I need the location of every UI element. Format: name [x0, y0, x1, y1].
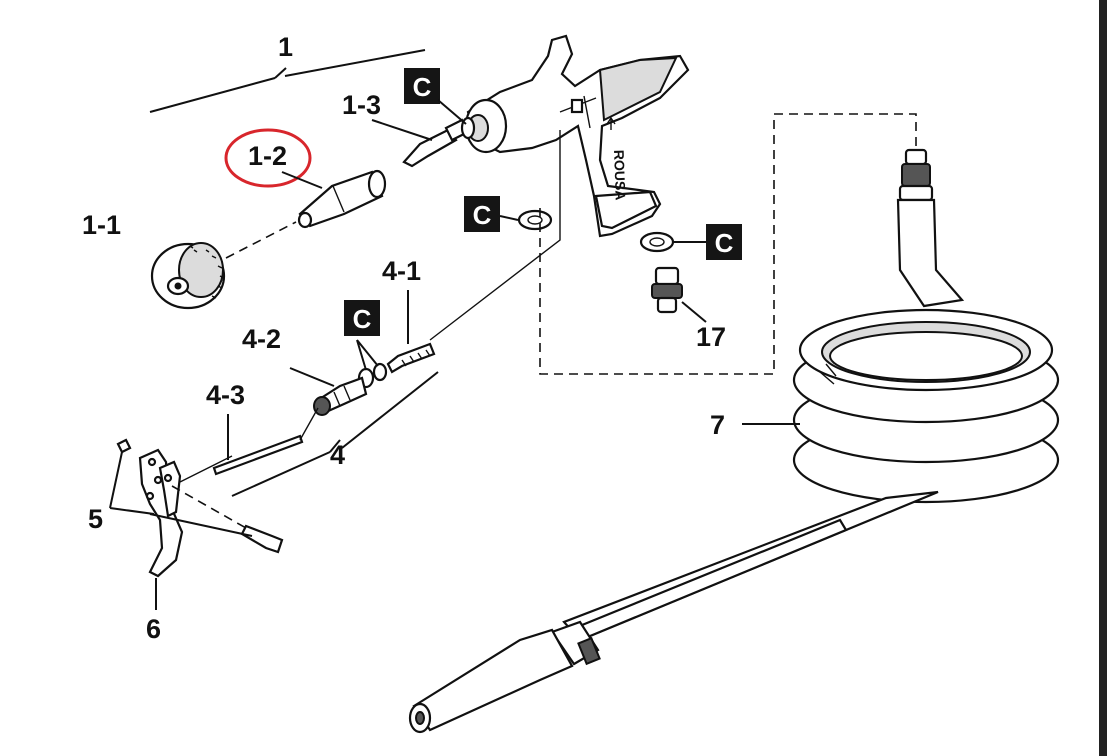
svg-text:C: C [353, 304, 372, 334]
group-1-bracket [149, 49, 426, 113]
highlight-circle [224, 128, 312, 188]
pin-part-5-long [240, 524, 284, 554]
gun-body: ROUSA [460, 34, 690, 238]
label-4-2: 4-2 [242, 324, 281, 354]
needle-part-1-3 [402, 118, 470, 168]
nut-part-1-1 [150, 242, 226, 310]
badge-c-mid: C [464, 196, 500, 232]
nozzle-part-1-2 [297, 169, 387, 229]
label-7: 7 [710, 410, 725, 440]
label-1: 1 [278, 32, 293, 62]
washer-mid [517, 209, 553, 231]
washer-right [639, 231, 675, 253]
badge-c-valve: C [344, 300, 380, 336]
label-6: 6 [146, 614, 161, 644]
badge-c-right: C [706, 224, 742, 260]
trigger-part-6 [138, 448, 184, 578]
valve-part-4-1 [386, 342, 436, 374]
svg-text:C: C [473, 200, 492, 230]
svg-text:C: C [413, 72, 432, 102]
badge-c-top: C [404, 68, 440, 104]
label-4-1: 4-1 [382, 256, 421, 286]
fitting-part-17 [651, 266, 683, 314]
label-1-3: 1-3 [342, 90, 381, 120]
label-1-2: 1-2 [248, 141, 287, 171]
valve-seat-part-4-2 [313, 376, 368, 416]
rod-part-4-3 [212, 434, 304, 476]
label-4-3: 4-3 [206, 380, 245, 410]
right-edge-bar [1099, 0, 1107, 756]
label-5: 5 [88, 504, 103, 534]
svg-text:C: C [715, 228, 734, 258]
label-17: 17 [696, 322, 726, 352]
label-4: 4 [330, 440, 345, 470]
pin-part-5-small [116, 438, 132, 454]
label-1-1: 1-1 [82, 210, 121, 240]
gun-brand-text: ROUSA [611, 150, 629, 201]
hose-part-7 [408, 148, 1060, 734]
